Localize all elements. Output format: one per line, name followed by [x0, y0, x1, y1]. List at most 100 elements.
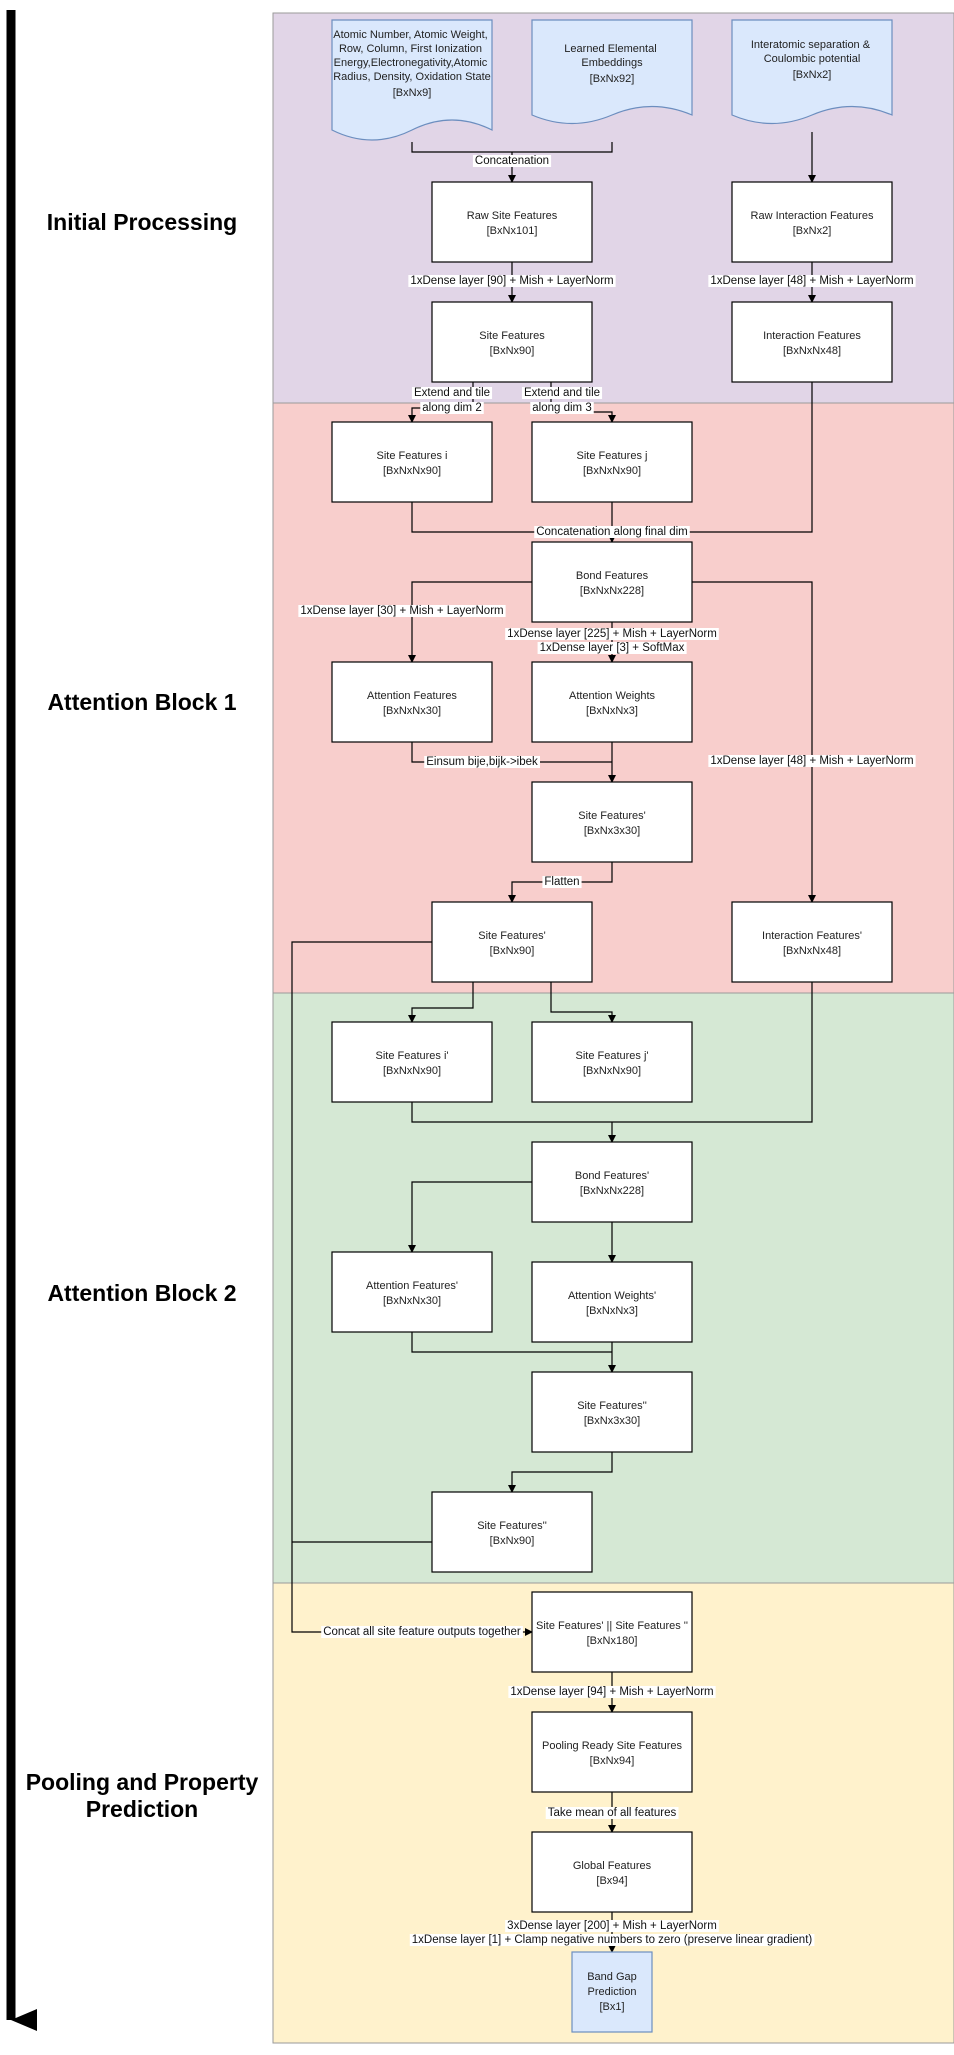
node-site-p3: Site Features'[BxNx3x30] [531, 781, 693, 863]
node-shape: [BxNxNx30] [383, 1295, 441, 1307]
edge-flatten-2 [508, 1452, 613, 1493]
node-shape: [BxNx90] [490, 345, 535, 357]
edge-label-dense1: 1xDense layer [1] + Clamp negative numbe… [409, 1934, 815, 1946]
svg-text:Take mean of all features: Take mean of all features [548, 1807, 677, 1819]
node-att-w: Attention Weights[BxNxNx3] [531, 661, 693, 743]
node-shape: [BxNxNx90] [583, 465, 641, 477]
node-pool-ready: Pooling Ready Site Features[BxNx94] [531, 1711, 693, 1793]
node-shape: [BxNx3x30] [584, 825, 640, 837]
node-shape: [Bx1] [599, 2001, 624, 2013]
node-title: Site Features [479, 330, 545, 342]
svg-text:Concatenation: Concatenation [475, 155, 549, 167]
svg-text:Flatten: Flatten [544, 876, 579, 888]
edge-label-dense3: 1xDense layer [3] + SoftMax [537, 642, 687, 654]
edge-label-dense30: 1xDense layer [30] + Mish + LayerNorm [298, 605, 506, 617]
input-interatomic-title: Interatomic separation & Coulombic poten… [751, 39, 873, 65]
section-label-attention-block-1: Attention Block 1 [47, 689, 236, 715]
edge-label-concatenation: Concatenation [472, 155, 552, 167]
node-title: Interaction Features [763, 330, 861, 342]
edge-label-dense90: 1xDense layer [90] + Mish + LayerNorm [408, 275, 616, 287]
node-title: Interaction Features' [762, 930, 862, 942]
node-title: Site Features i' [375, 1050, 448, 1062]
node-shape: [BxNx101] [487, 225, 538, 237]
svg-text:Einsum bije,bijk->ibek: Einsum bije,bijk->ibek [426, 756, 538, 768]
node-site-i2: Site Features i' [BxNxNx90] [331, 1021, 493, 1103]
edge-label-dense200: 3xDense layer [200] + Mish + LayerNorm [505, 1920, 719, 1932]
edge-label-extend2-b: along dim 2 [420, 402, 484, 414]
node-title: Attention Features' [366, 1280, 458, 1292]
node-title: Bond Features' [575, 1170, 649, 1182]
node-title: Raw Site Features [467, 210, 558, 222]
node-site-j: Site Features j[BxNxNx90] [531, 421, 693, 503]
node-att-feat2: Attention Features' [BxNxNx30] [331, 1251, 493, 1333]
node-shape: [Bx94] [596, 1875, 627, 1887]
node-title: Attention Weights [569, 690, 656, 702]
svg-text:3xDense layer [200] + Mish + L: 3xDense layer [200] + Mish + LayerNorm [507, 1920, 717, 1932]
node-title: Bond Features [576, 570, 649, 582]
node-title: Site Features j' [575, 1050, 648, 1062]
input-learned-embeddings-title: Learned Elemental Embeddings [564, 43, 659, 69]
svg-text:1xDense layer [94] + Mish + La: 1xDense layer [94] + Mish + LayerNorm [510, 1686, 713, 1698]
svg-text:1xDense layer [1] + Clamp nega: 1xDense layer [1] + Clamp negative numbe… [412, 1934, 813, 1946]
edge-bond-to-inter-p [692, 581, 816, 903]
node-raw-inter: Raw Interaction Features[BxNx2] [731, 181, 893, 263]
node-shape: [BxNx90] [490, 1535, 535, 1547]
node-shape: [BxNxNx90] [383, 1065, 441, 1077]
node-site-p: Site Features' [BxNx90] [431, 901, 593, 983]
node-title: Site Features'' [577, 1400, 647, 1412]
svg-text:Concatenation along final dim: Concatenation along final dim [536, 526, 688, 538]
node-global: Global Features [Bx94] [531, 1831, 693, 1913]
node-bond2: Bond Features'[BxNxNx228] [531, 1141, 693, 1223]
edge-labels: Concatenation 1xDense layer [90] + Mish +… [298, 155, 916, 1946]
input-physical-properties-title: Atomic Number, Atomic Weight, Row, Colum… [333, 29, 491, 83]
edge-label-concat-all: Concat all site feature outputs together [321, 1626, 523, 1638]
node-concat-all: Site Features' || Site Features ''[BxNx1… [531, 1591, 693, 1673]
edge-label-dense48: 1xDense layer [48] + Mish + LayerNorm [708, 275, 916, 287]
node-site: Site Features [BxNx90] [431, 301, 593, 383]
edge-bond-to-att-feat [408, 581, 532, 663]
svg-text:Extend and tile: Extend and tile [524, 387, 600, 399]
node-title: Site Features i [377, 450, 448, 462]
edge-site-p-to-site-i2 [408, 982, 474, 1023]
svg-text:along dim 2: along dim 2 [422, 402, 481, 414]
section-label-initial-processing: Initial Processing [47, 209, 237, 235]
node-att-feat: Attention Features [BxNxNx30] [331, 661, 493, 743]
edge-einsum-join [411, 742, 612, 763]
node-site-i: Site Features i[BxNxNx90] [331, 421, 493, 503]
node-title: Site Features' [478, 930, 546, 942]
svg-text:Concat all site feature output: Concat all site feature outputs together [323, 1626, 521, 1638]
input-interatomic: Interatomic separation & Coulombic poten… [731, 19, 893, 125]
edge-label-extend3-a: Extend and tile [521, 387, 603, 399]
edge-label-einsum: Einsum bije,bijk->ibek [424, 756, 541, 768]
svg-text:Extend and tile: Extend and tile [414, 387, 490, 399]
input-physical-properties: Atomic Number, Atomic Weight, Row, Colum… [331, 19, 493, 141]
edge-einsum2-join [411, 1332, 612, 1353]
node-shape: [BxNx2] [793, 225, 832, 237]
input-interatomic-shape: [BxNx2] [793, 69, 832, 81]
node-title: Attention Features [367, 690, 457, 702]
node-att-w2: Attention Weights'[BxNxNx3] [531, 1261, 693, 1343]
edge-bond2-to-att-feat2 [408, 1181, 532, 1253]
node-title: Site Features'' [477, 1520, 547, 1532]
edge-label-extend3-b: along dim 3 [530, 402, 594, 414]
node-bond: Bond Features[BxNxNx228] [531, 541, 693, 623]
svg-text:along dim 3: along dim 3 [532, 402, 591, 414]
node-shape: [BxNx90] [490, 945, 535, 957]
node-raw-site: Raw Site Features [BxNx101] [431, 181, 593, 263]
node-title: Global Features [573, 1860, 652, 1872]
input-learned-embeddings-shape: [BxNx92] [590, 73, 635, 85]
node-shape: [BxNxNx48] [783, 345, 841, 357]
node-shape: [BxNxNx3] [586, 1305, 638, 1317]
node-shape: [BxNxNx30] [383, 705, 441, 717]
section-label-attention-block-2: Attention Block 2 [47, 1280, 236, 1306]
svg-text:1xDense layer [3] + SoftMax: 1xDense layer [3] + SoftMax [540, 642, 685, 654]
node-inter: Interaction Features [BxNxNx48] [731, 301, 893, 383]
edge-label-concat-final: Concatenation along final dim [534, 526, 690, 538]
edge-label-dense225: 1xDense layer [225] + Mish + LayerNorm [505, 628, 719, 640]
node-shape: [BxNx180] [587, 1635, 638, 1647]
node-shape: [BxNxNx48] [783, 945, 841, 957]
